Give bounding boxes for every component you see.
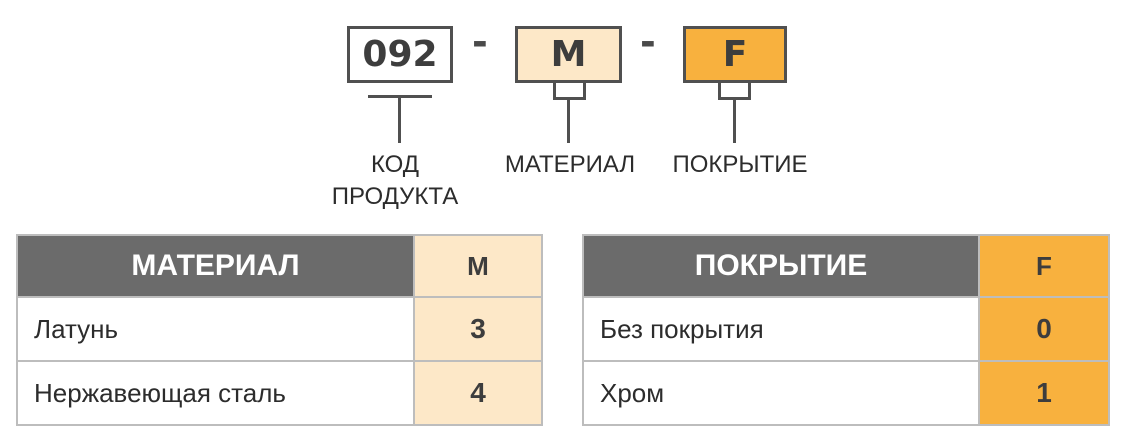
product-code-label: КОД ПРОДУКТА [310, 149, 480, 213]
table-row: Без покрытия 0 [582, 296, 1110, 362]
coating-name-cell: Без покрытия [582, 296, 980, 362]
product-label-line1: КОД [370, 151, 420, 178]
product-code-value: 092 [362, 34, 438, 75]
coating-table-header-row: ПОКРЫТИЕ F [582, 234, 1110, 298]
coating-connector-line [733, 97, 736, 143]
coating-table-header: ПОКРЫТИЕ [582, 234, 980, 298]
material-table: МАТЕРИАЛ M Латунь 3 Нержавеющая сталь 4 [16, 234, 543, 426]
material-bracket-left [553, 83, 556, 100]
material-table-code-header: M [413, 234, 543, 298]
coating-code-box: F [683, 26, 787, 83]
coating-bracket-left [718, 83, 721, 100]
material-code-box: M [515, 26, 622, 83]
material-table-header-row: МАТЕРИАЛ M [16, 234, 543, 298]
material-code-value: M [550, 34, 587, 75]
separator-dash-2: - [640, 20, 656, 64]
table-row: Латунь 3 [16, 296, 543, 362]
material-table-header: МАТЕРИАЛ [16, 234, 415, 298]
coating-bracket-right [748, 83, 751, 100]
separator-dash-1: - [472, 20, 488, 64]
product-label-line2: ПРОДУКТА [331, 183, 459, 210]
coating-code-cell: 1 [978, 360, 1110, 426]
product-code-box: 092 [347, 26, 453, 83]
coating-code-cell: 0 [978, 296, 1110, 362]
material-name-cell: Латунь [16, 296, 415, 362]
table-row: Хром 1 [582, 360, 1110, 426]
coating-table: ПОКРЫТИЕ F Без покрытия 0 Хром 1 [582, 234, 1110, 426]
material-name-cell: Нержавеющая сталь [16, 360, 415, 426]
table-row: Нержавеющая сталь 4 [16, 360, 543, 426]
coating-name-cell: Хром [582, 360, 980, 426]
material-code-cell: 3 [413, 296, 543, 362]
material-connector-line [567, 97, 570, 143]
coating-label: ПОКРЫТИЕ [672, 151, 808, 178]
product-connector-line [398, 95, 401, 143]
material-bracket-right [583, 83, 586, 100]
material-label: МАТЕРИАЛ [504, 151, 636, 178]
material-code-cell: 4 [413, 360, 543, 426]
coating-code-value: F [722, 34, 748, 75]
coating-table-code-header: F [978, 234, 1110, 298]
